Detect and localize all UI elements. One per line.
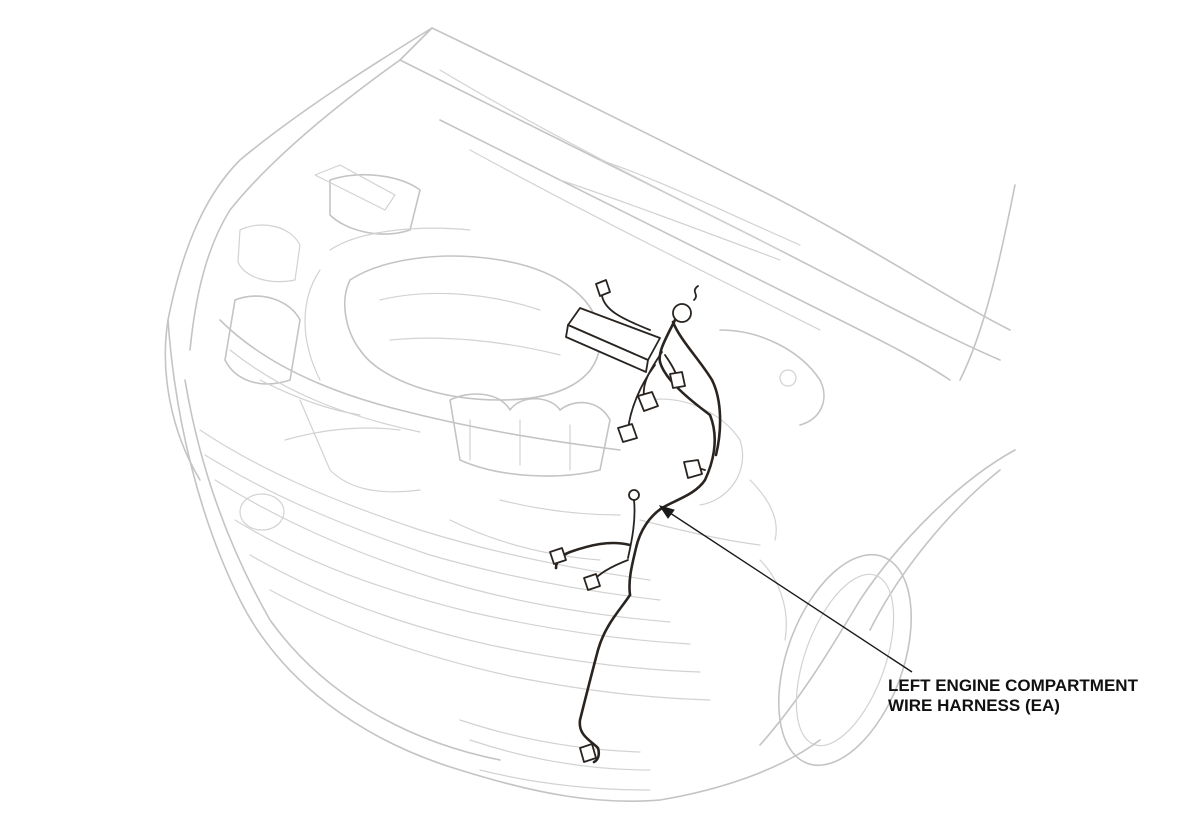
ground-terminal [672, 303, 692, 323]
vehicle-outline [164, 27, 1016, 802]
callout-line-2: WIRE HARNESS (EA) [888, 696, 1060, 715]
connector-c [617, 423, 638, 443]
connector-g [583, 573, 601, 591]
connector-d [683, 459, 703, 479]
connector-b [669, 371, 686, 389]
connector-bumper [579, 743, 597, 763]
connector-top [595, 279, 611, 297]
wire-harness-ea [549, 279, 722, 764]
callout-line-1: LEFT ENGINE COMPARTMENT [888, 676, 1138, 695]
callout-leader [658, 505, 913, 673]
harness-callout-label: LEFT ENGINE COMPARTMENT WIRE HARNESS (EA… [888, 676, 1138, 716]
connector-f [549, 547, 567, 565]
connector-e [628, 489, 640, 501]
connector-a [637, 391, 659, 412]
